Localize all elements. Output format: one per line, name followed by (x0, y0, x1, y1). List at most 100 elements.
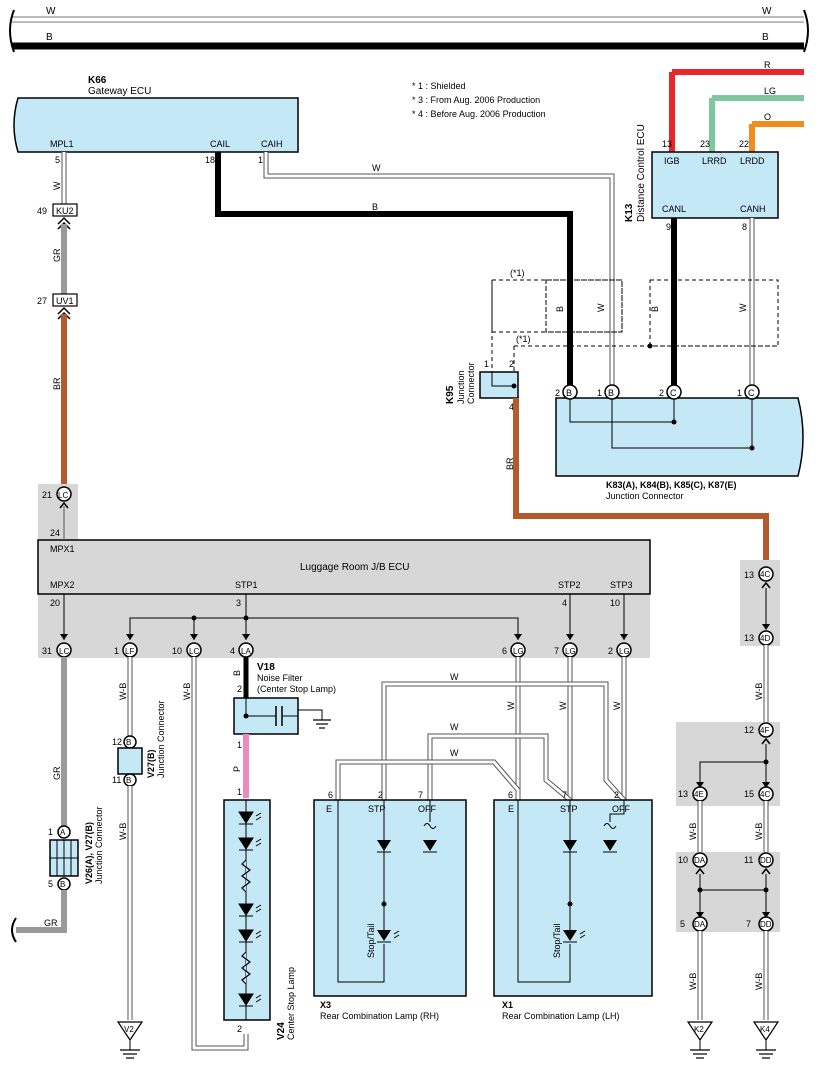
rc-da-num: 10 (678, 855, 688, 865)
x3-name: Rear Combination Lamp (RH) (320, 1011, 439, 1021)
x3-pstp: STP (368, 804, 386, 814)
conn-ku2-num: 49 (37, 206, 47, 216)
k13-num-canl: 9 (666, 222, 671, 232)
ground-k4: K4 (760, 1025, 770, 1034)
jb-stp2: STP2 (558, 580, 581, 590)
k13-pin-canh: CANH (740, 204, 766, 214)
wire-wb-1: W-B (118, 683, 128, 700)
rc-4c-num: 15 (744, 789, 754, 799)
wire-mpl1-w: W (52, 181, 62, 190)
luggage-room-jb-ecu: LC 21 24 MPX1 Luggage Room J/B ECU MPX2 … (37, 484, 651, 658)
wire-br-left: BR (52, 377, 62, 390)
jb-c1-num: 1 (114, 646, 119, 656)
x1-name: Rear Combination Lamp (LH) (502, 1011, 620, 1021)
wire-w-6: W (612, 701, 622, 710)
jb-c2-num: 2 (608, 646, 613, 656)
rc-dd-num: 11 (744, 855, 753, 865)
x1-n7: 7 (562, 790, 567, 800)
wire-w-4: W (506, 701, 516, 710)
k95-pin1: 1 (484, 359, 489, 369)
k13-num-igb: 13 (662, 139, 672, 149)
jb-pin24: 24 (50, 528, 60, 538)
k66-pin-cail: CAIL (210, 139, 230, 149)
note-1: * 1 : Shielded (412, 81, 466, 91)
conn-uv1-num: 27 (37, 296, 47, 306)
wire-o: O (764, 112, 771, 122)
k66-pin-caih: CAIH (261, 139, 283, 149)
rc-12-4f: 4F (760, 726, 769, 735)
rc-da2: DA (694, 920, 706, 929)
wire-wb-3: W-B (182, 683, 192, 700)
v26-branch: GR A 1 B 5 V26(A), V27(B) Junction Conne… (11, 657, 104, 943)
k95-pin2: 2 (509, 359, 514, 369)
rc-12-4f-num: 12 (744, 725, 754, 735)
jb-c10: LC (189, 647, 199, 656)
rc-4e: 4E (694, 790, 704, 799)
k95-name-2: Connector (466, 362, 476, 404)
v27-pb2: B (126, 776, 131, 785)
ground-k2: K2 (694, 1025, 704, 1034)
k13-name: Distance Control ECU (636, 124, 647, 222)
jb-name: Luggage Room J/B ECU (300, 562, 410, 573)
jb-c4: LA (241, 647, 251, 656)
jb-c1: LF (125, 647, 134, 656)
v27-name: Junction Connector (156, 700, 166, 778)
ground-v2: V2 (124, 1025, 134, 1034)
left-chain: W KU2 49 GR UV1 27 BR (37, 152, 78, 488)
k83-t2: B (608, 388, 614, 398)
x1-pstp: STP (560, 804, 578, 814)
x1-n6: 6 (508, 790, 513, 800)
v18-name1: Noise Filter (257, 673, 303, 683)
wire-lg: LG (764, 86, 776, 96)
bus-w-right: W (762, 6, 772, 17)
jb-mpx1: MPX1 (50, 544, 75, 554)
right-ground-chain: 4C 13 4D 13 W-B 4F 12 4E 13 4C 15 W-B W-… (676, 560, 780, 1059)
wire-w-2: W (450, 722, 459, 732)
jb-c7-num: 7 (554, 646, 559, 656)
v18-noise-filter: B V18 Noise Filter (Center Stop Lamp) 2 … (232, 657, 336, 750)
wire-wb-2: W-B (118, 823, 128, 840)
rc-dd: DD (760, 856, 772, 865)
rc-4e-num: 13 (678, 789, 688, 799)
jb-c2: LG (619, 647, 630, 656)
k13-num-canh: 8 (742, 222, 747, 232)
can-wires: W B (215, 152, 615, 387)
k13-num-lrdd: 22 (739, 139, 749, 149)
x3-rear-combination-lamp-rh: 6 2 7 E STP OFF Stop/Tail X3 Rear Combin… (313, 790, 467, 1021)
jb-c6: LG (513, 647, 524, 656)
wire-wb-8: W-B (754, 973, 764, 990)
k83-t3: C (670, 388, 677, 398)
k13-pin-lrdd: LRDD (740, 156, 765, 166)
jb-c31: LC (59, 647, 69, 656)
k13-pin-lrrd: LRRD (702, 156, 727, 166)
rc-13-4d: 4D (760, 634, 770, 643)
k83-t4: C (748, 388, 755, 398)
k13-distance-control-ecu: R LG O 13 23 22 IGB LRRD LRDD CANL CANH … (624, 60, 804, 387)
wire-wb-7: W-B (688, 973, 698, 990)
jb-stp1: STP1 (235, 580, 258, 590)
jb-stp3: STP3 (610, 580, 633, 590)
rc-13-4c: 4C (760, 570, 770, 579)
led-symbols (238, 811, 262, 1007)
v27-p11: 11 (112, 775, 121, 785)
v24-code: V24 (276, 1022, 287, 1040)
rc-da: DA (694, 856, 706, 865)
jb-c7: LG (565, 647, 576, 656)
wire-shield-w: W (596, 303, 606, 312)
wire-cail-b: B (372, 202, 378, 212)
k66-pin-mpl1: MPL1 (50, 139, 74, 149)
jb-mpx2: MPX2 (50, 580, 75, 590)
jb-num-stp1: 3 (236, 598, 241, 608)
wire-br-k95 (513, 398, 769, 566)
k95-code: K95 (445, 385, 456, 404)
x3-lamp: Stop/Tail (366, 923, 376, 958)
x3-n6: 6 (328, 790, 333, 800)
bus-b-left: B (46, 32, 53, 43)
v18-p1: 1 (237, 740, 242, 750)
note-3: * 3 : From Aug. 2006 Production (412, 95, 540, 105)
k83-code: K83(A), K84(B), K85(C), K87(E) (606, 480, 737, 490)
conn-uv1: UV1 (56, 296, 74, 306)
wire-gr-1: GR (52, 248, 62, 262)
rc-13-4d-num: 13 (744, 633, 754, 643)
